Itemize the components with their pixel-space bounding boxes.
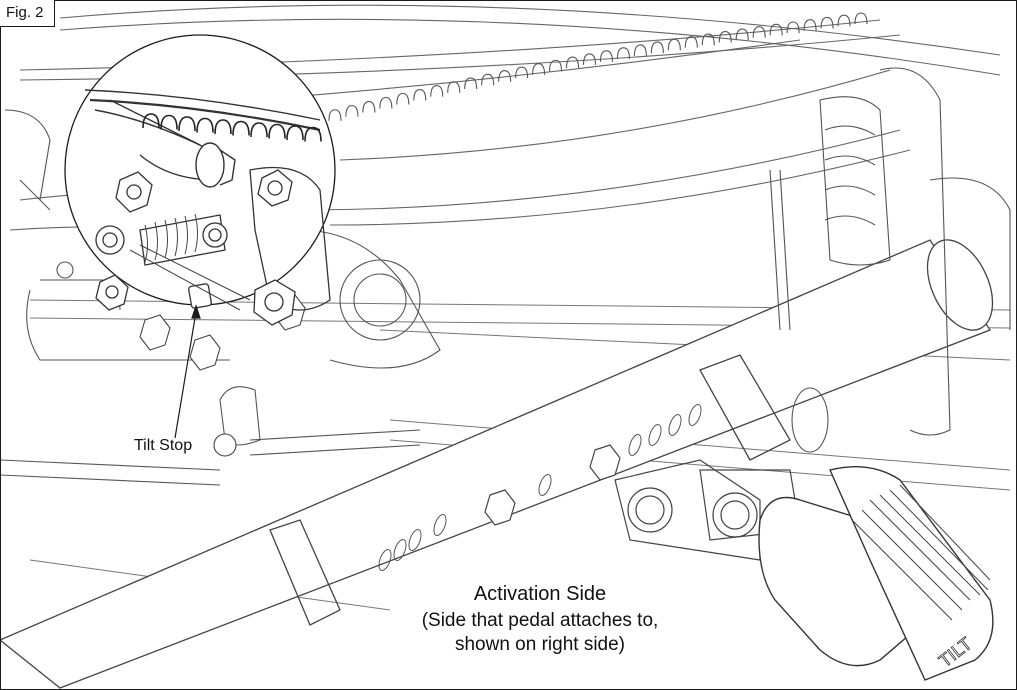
gear-tooth bbox=[515, 66, 529, 79]
magnified-gear-tooth bbox=[160, 114, 178, 130]
caption-line-2: shown on right side) bbox=[454, 634, 626, 655]
gear-tooth bbox=[667, 38, 681, 51]
gear-tooth bbox=[820, 16, 834, 29]
gear-tooth bbox=[328, 109, 342, 121]
gear-tooth bbox=[565, 56, 580, 69]
gear-tooth bbox=[362, 101, 376, 113]
gear-tooth bbox=[837, 14, 851, 27]
gear-tooth bbox=[701, 33, 715, 46]
gear-tooth bbox=[599, 50, 614, 62]
gear-tooth bbox=[616, 47, 630, 59]
magnified-gear-tooth bbox=[214, 119, 232, 135]
gear-tooth bbox=[464, 77, 478, 90]
gear-tooth bbox=[650, 41, 664, 54]
gear-tooth bbox=[548, 59, 563, 72]
gear-tooth bbox=[481, 73, 495, 86]
gear-tooth bbox=[718, 31, 732, 43]
magnified-gear-tooth bbox=[178, 116, 196, 132]
gear-tooth bbox=[498, 70, 512, 82]
magnified-gear-tooth bbox=[196, 117, 214, 133]
gear-tooth bbox=[430, 85, 444, 97]
gear-tooth bbox=[769, 23, 783, 36]
gear-tooth bbox=[735, 28, 749, 41]
magnified-gear-tooth bbox=[142, 113, 160, 129]
gear-tooth bbox=[532, 63, 546, 75]
gear-tooth bbox=[854, 12, 868, 25]
gear-tooth bbox=[582, 53, 597, 65]
gear-tooth bbox=[684, 36, 698, 48]
caption-title: Activation Side bbox=[473, 583, 607, 605]
gear-tooth bbox=[413, 88, 427, 101]
magnified-gear-tooth bbox=[268, 123, 286, 139]
gear-tooth bbox=[447, 81, 461, 93]
gear-tooth bbox=[396, 92, 410, 105]
gear-tooth bbox=[803, 19, 817, 31]
magnified-gear-tooth bbox=[250, 122, 268, 138]
activation-side-caption: Activation Side (Side that pedal attache… bbox=[390, 583, 690, 657]
gear-tooth bbox=[345, 105, 359, 117]
figure-label: Fig. 2 bbox=[0, 0, 55, 27]
gear-tooth bbox=[752, 26, 766, 38]
magnified-gear-tooth bbox=[232, 120, 250, 136]
magnified-gear-tooth bbox=[304, 126, 322, 142]
gear-tooth bbox=[786, 21, 800, 34]
gear-tooth bbox=[633, 44, 647, 56]
gear-tooth bbox=[379, 96, 393, 109]
tilt-stop-label: Tilt Stop bbox=[134, 437, 193, 454]
magnified-gear-tooth bbox=[286, 125, 304, 141]
caption-line-1: (Side that pedal attaches to, bbox=[421, 610, 659, 631]
